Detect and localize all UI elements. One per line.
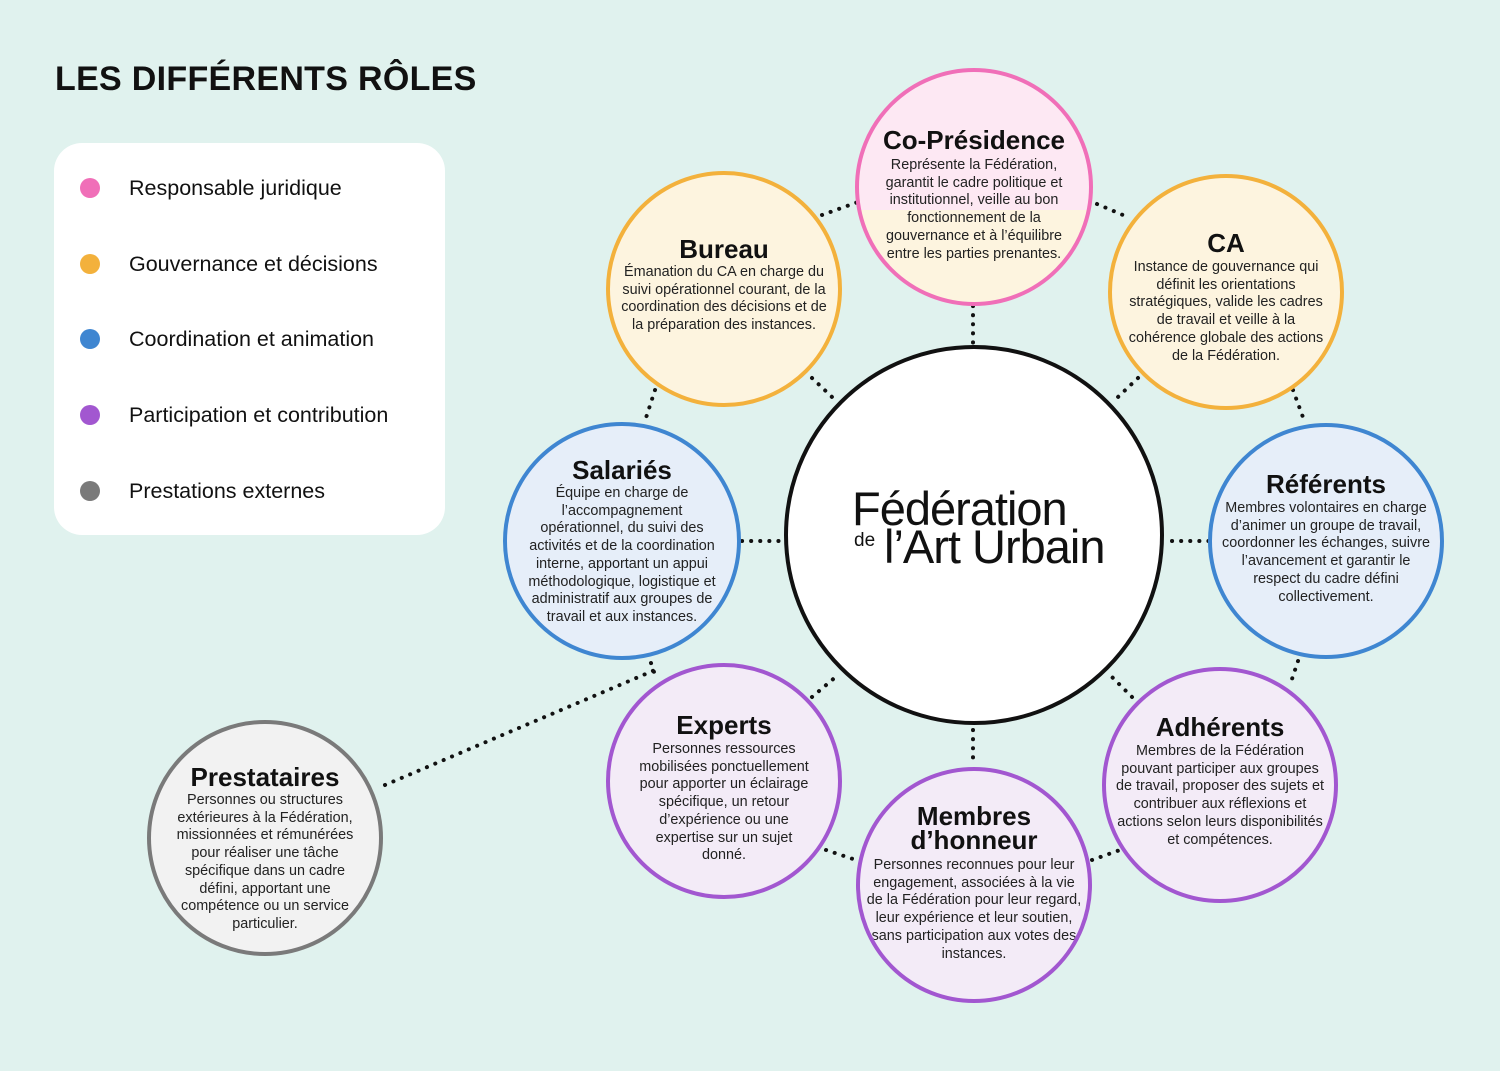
legend-item-prestations-externes: Prestations externes — [54, 471, 445, 511]
node-adherents[interactable]: Adhérents Membres de la Fédération pouva… — [1102, 667, 1338, 903]
legend-item-responsable-juridique: Responsable juridique — [54, 168, 445, 208]
legend-label: Responsable juridique — [129, 176, 342, 200]
legend-label: Gouvernance et décisions — [129, 252, 378, 276]
node-membres-honneur-title-line2: d’honneur — [910, 825, 1038, 855]
node-copresidence[interactable]: Co-Présidence Représente la Fédération, … — [855, 68, 1093, 306]
node-membres-honneur-desc: Personnes reconnues pour leur engagement… — [866, 857, 1082, 962]
legend-dot-icon — [80, 481, 100, 501]
node-copresidence-title: Co-Présidence — [882, 125, 1066, 155]
node-prestataires-desc: Personnes ou structures extérieures à la… — [176, 792, 354, 932]
link-experts-center — [810, 673, 840, 699]
legend-dot-icon — [80, 178, 100, 198]
node-ca-title: CA — [1207, 228, 1245, 258]
legend-dot-icon — [80, 405, 100, 425]
federation-logo-node: Fédération de l’Art Urbain — [784, 345, 1164, 725]
page-title: LES DIFFÉRENTS RÔLES — [55, 60, 477, 98]
link-experts-membres — [824, 848, 858, 862]
node-bureau[interactable]: Bureau Émanation du CA en charge du suiv… — [606, 171, 842, 407]
node-salaries[interactable]: Salariés Équipe en charge de l’accompagn… — [503, 422, 741, 660]
link-ca-center — [1116, 376, 1140, 399]
legend-label: Prestations externes — [129, 479, 325, 503]
link-bureau-copresidence — [820, 200, 860, 217]
link-bureau-salaries — [642, 388, 657, 426]
legend-label: Coordination et animation — [129, 327, 375, 351]
legend-item-coordination-animation: Coordination et animation — [54, 319, 445, 359]
node-membres-honneur-title-line1: Membres — [916, 801, 1032, 831]
node-referents-desc: Membres volontaires en charge d’animer u… — [1222, 500, 1430, 605]
link-ca-referents — [1291, 388, 1306, 422]
node-copresidence-desc: Représente la Fédération, garantit le ca… — [885, 157, 1063, 262]
node-bureau-desc: Émanation du CA en charge du suivi opéra… — [621, 264, 827, 334]
logo-text-de: de — [854, 530, 876, 551]
node-ca-desc: Instance de gouvernance qui définit les … — [1128, 259, 1324, 364]
link-referents-adherents — [1288, 659, 1300, 687]
node-salaries-desc: Équipe en charge de l’accompagnement opé… — [528, 485, 716, 625]
logo-text-federation: Fédération — [852, 482, 1068, 535]
node-experts-title: Experts — [676, 710, 772, 740]
node-salaries-title: Salariés — [572, 455, 672, 485]
legend-item-gouvernance-decisions: Gouvernance et décisions — [54, 244, 445, 284]
link-bureau-center — [810, 376, 834, 399]
node-adherents-desc: Membres de la Fédération pouvant partici… — [1116, 743, 1324, 848]
node-bureau-title: Bureau — [679, 234, 769, 264]
legend-dot-icon — [80, 329, 100, 349]
node-referents-title: Référents — [1266, 469, 1386, 499]
node-prestataires-title: Prestataires — [190, 762, 340, 792]
node-experts[interactable]: Experts Personnes ressources mobilisées … — [606, 663, 842, 899]
link-copresidence-ca — [1095, 202, 1132, 220]
link-membres-adherents — [1090, 848, 1122, 862]
legend-label: Participation et contribution — [129, 403, 389, 427]
logo-text-art-urbain: l’Art Urbain — [884, 520, 1105, 573]
node-adherents-title: Adhérents — [1155, 712, 1285, 742]
node-referents[interactable]: Référents Membres volontaires en charge … — [1208, 423, 1444, 659]
legend-item-participation-contribution: Participation et contribution — [54, 395, 445, 435]
link-adherents-center — [1108, 673, 1134, 699]
node-prestataires[interactable]: Prestataires Personnes ou structures ext… — [147, 720, 383, 956]
node-ca[interactable]: CA Instance de gouvernance qui définit l… — [1108, 174, 1344, 410]
node-membres-honneur[interactable]: Membres d’honneur Personnes reconnues po… — [856, 767, 1092, 1003]
link-prestataires-salaries — [383, 668, 657, 787]
node-experts-desc: Personnes ressources mobilisées ponctuel… — [639, 741, 809, 864]
legend-dot-icon — [80, 254, 100, 274]
